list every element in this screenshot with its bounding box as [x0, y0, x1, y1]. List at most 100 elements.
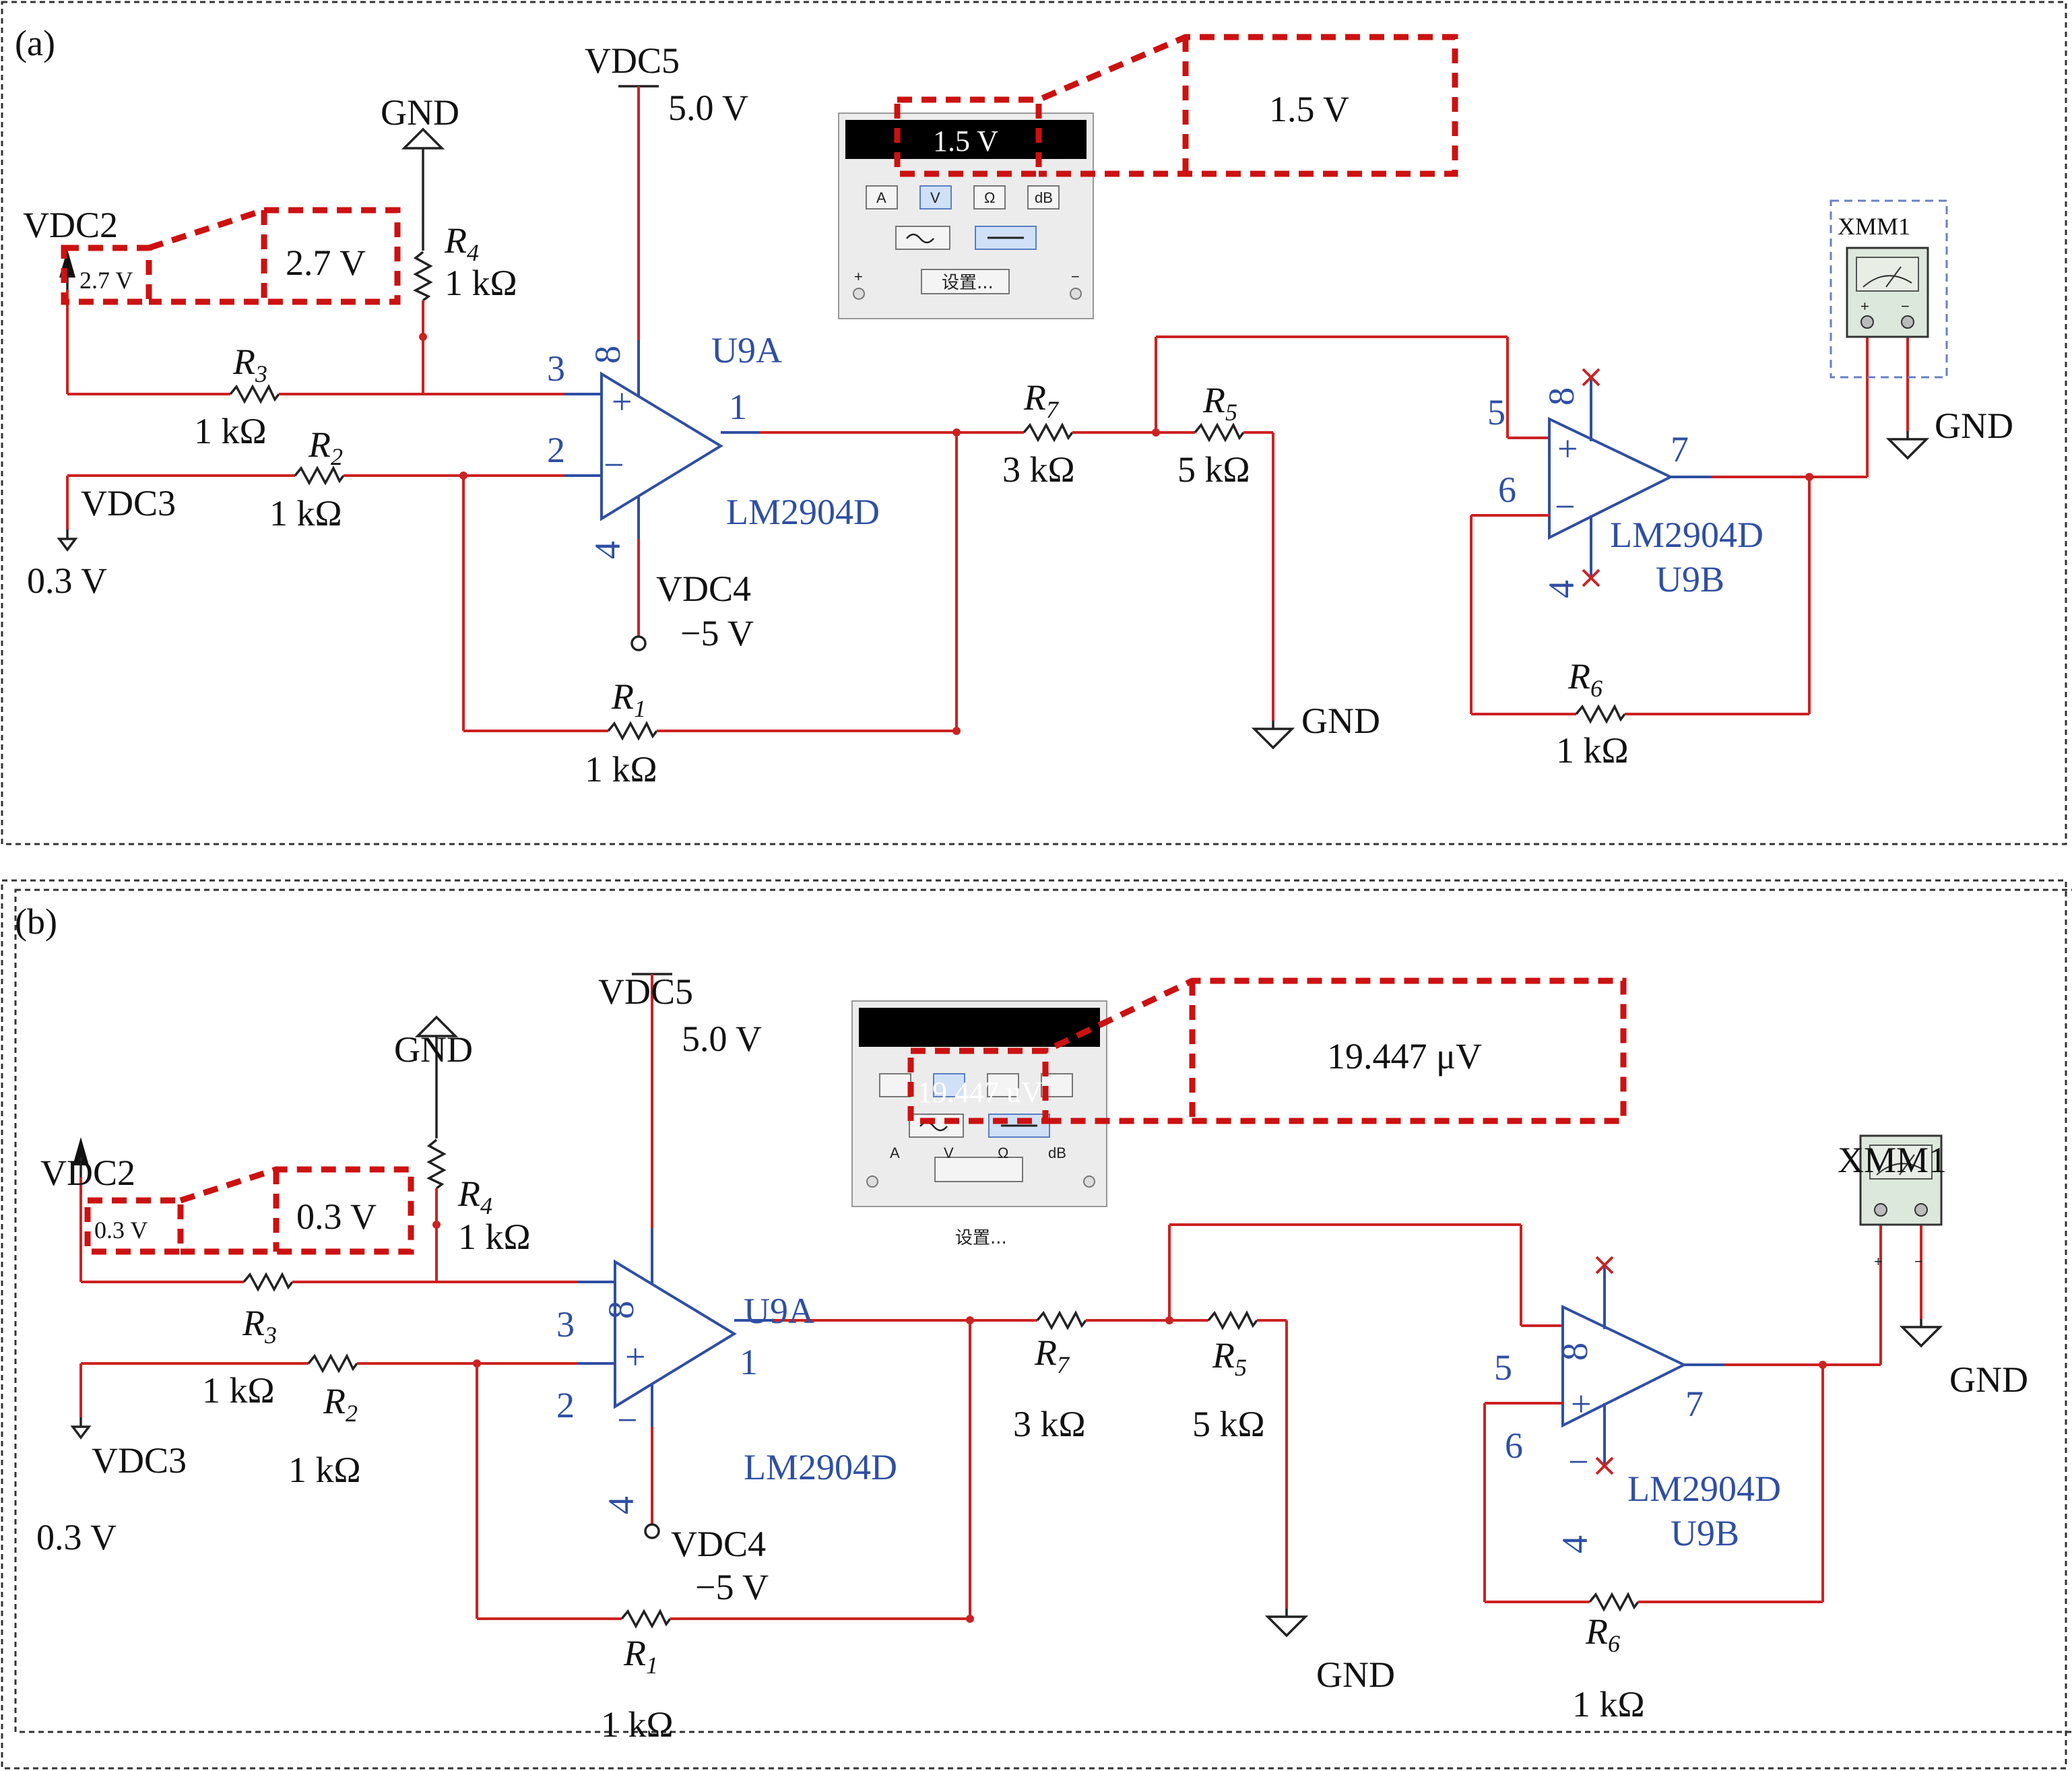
vdc4-value: −5 V [695, 1567, 769, 1607]
panel-label: (b) [15, 901, 57, 942]
xmm1-label: XMM1 [1838, 213, 1910, 240]
pin-4: 4 [601, 1496, 641, 1514]
pin-8: 8 [587, 346, 628, 364]
r7-value: 3 kΩ [1013, 1404, 1086, 1444]
r3-name: R3 [232, 342, 267, 387]
meter-display: 1.5 V [933, 125, 998, 158]
pin-4: 4 [587, 541, 628, 559]
xmm1-selection-box [1830, 199, 1948, 379]
u9a-label: U9A [711, 330, 782, 371]
vdc2-label: VDC2 [40, 1153, 135, 1193]
vdc2-value-highlight [61, 245, 152, 305]
vdc3-value: 0.3 V [27, 560, 107, 601]
pin-4b: 4 [1541, 580, 1582, 598]
vdc5-value: 5.0 V [682, 1019, 762, 1059]
meter-callout: 19.447 μV [1327, 1036, 1482, 1076]
gnd-label-top: GND [381, 92, 459, 133]
meter-display: 19.447 uV [917, 1076, 1043, 1109]
u9a-part: LM2904D [726, 492, 880, 532]
pin-6: 6 [1498, 470, 1516, 510]
vdc2-value-small: 0.3 V [94, 1217, 148, 1244]
u9a-plus: + [625, 1337, 645, 1377]
vdc5-label: VDC5 [585, 40, 680, 81]
r4-value: 1 kΩ [458, 1217, 531, 1257]
vdc2-label: VDC2 [23, 205, 118, 245]
r6-name: R6 [1585, 1611, 1620, 1657]
u9a-label: U9A [744, 1291, 814, 1331]
pin-4b: 4 [1555, 1535, 1595, 1553]
r4-value: 1 kΩ [445, 263, 517, 303]
u9b-minus: − [1568, 1442, 1588, 1482]
r3-name: R3 [242, 1303, 277, 1349]
u9b-plus: + [1571, 1384, 1591, 1424]
gnd-label-r5: GND [1301, 701, 1380, 741]
r2-value: 1 kΩ [269, 493, 342, 534]
r4-name: R4 [444, 220, 479, 266]
pin-8b: 8 [1555, 1343, 1595, 1361]
pin-1: 1 [740, 1342, 758, 1382]
meter-settings-button[interactable]: 设置... [955, 1228, 1007, 1248]
r5-name: R5 [1212, 1335, 1247, 1381]
r1-value: 1 kΩ [585, 749, 657, 790]
u9b-plus: + [1557, 428, 1578, 469]
vdc3-label: VDC3 [81, 483, 176, 523]
pin-7: 7 [1685, 1384, 1704, 1424]
pin-2: 2 [547, 430, 565, 470]
meter-btn-a[interactable]: A [876, 189, 886, 206]
r5-value: 5 kΩ [1192, 1404, 1265, 1444]
meter-btn-db[interactable]: dB [1035, 189, 1053, 206]
meter-settings-button[interactable]: 设置... [942, 273, 994, 293]
meter-btn-ohm[interactable]: Ω [984, 189, 995, 206]
r1-value: 1 kΩ [601, 1704, 674, 1745]
vdc2-value-small: 2.7 V [79, 267, 133, 294]
pin-8: 8 [601, 1301, 641, 1319]
xmm1-label: XMM1 [1838, 1140, 1947, 1180]
pin-5: 5 [1487, 392, 1506, 432]
xmm-minus: − [1901, 298, 1910, 315]
meter-btn-ohm[interactable]: Ω [998, 1145, 1008, 1161]
gnd-label-meter: GND [1949, 1359, 2028, 1400]
r2-name: R2 [308, 424, 343, 470]
r6-value: 1 kΩ [1572, 1684, 1645, 1725]
pin-3: 3 [556, 1304, 575, 1345]
pin-5: 5 [1494, 1347, 1512, 1388]
pin-7: 7 [1671, 429, 1689, 470]
xmm-minus: − [1914, 1253, 1923, 1270]
pin-6: 6 [1505, 1425, 1523, 1466]
gnd-label-meter: GND [1935, 406, 2013, 446]
r1-name: R1 [623, 1633, 658, 1679]
vdc2-value-callout: 0.3 V [296, 1196, 377, 1237]
vdc4-value: −5 V [680, 613, 754, 653]
pin-3: 3 [547, 348, 565, 389]
panel-a: (a) VDC5 5.0 V GND VDC2 2.7 V 2.7 V VDC3… [2, 2, 2066, 844]
u9b-label: U9B [1671, 1513, 1739, 1553]
meter-btn-db[interactable]: dB [1048, 1145, 1066, 1161]
r1-name: R1 [611, 676, 646, 722]
meter-plus: + [854, 268, 863, 285]
gnd-label-r5: GND [1316, 1654, 1395, 1695]
vdc4-label: VDC4 [656, 569, 751, 609]
r6-value: 1 kΩ [1556, 730, 1629, 771]
u9a-minus: − [604, 445, 624, 485]
r6-name: R6 [1567, 656, 1602, 702]
meter-btn-v[interactable]: V [930, 189, 940, 206]
r3-value: 1 kΩ [194, 411, 267, 451]
panel-label: (a) [15, 23, 55, 63]
r2-name: R2 [323, 1381, 358, 1427]
u9a-minus: − [617, 1400, 637, 1440]
meter-btn-v[interactable]: V [944, 1145, 954, 1161]
r7-name: R7 [1034, 1332, 1070, 1378]
u9b-part: LM2904D [1610, 515, 1763, 555]
meter-btn-a[interactable]: A [890, 1145, 900, 1161]
u9a-plus: + [612, 381, 632, 422]
panel-b: (b) VDC5 5.0 V GND VDC2 0.3 V 0.3 V VDC3… [1, 879, 2072, 1770]
pin-8b: 8 [1541, 387, 1582, 406]
vdc3-value: 0.3 V [36, 1517, 117, 1557]
u9b-minus: − [1555, 486, 1575, 527]
vdc3-label: VDC3 [92, 1440, 187, 1481]
meter-minus: − [1071, 268, 1080, 285]
vdc5-label: VDC5 [598, 971, 693, 1012]
vdc5-value: 5.0 V [668, 88, 748, 128]
vdc2-value-callout: 2.7 V [286, 243, 366, 283]
vdc4-label: VDC4 [671, 1524, 766, 1564]
